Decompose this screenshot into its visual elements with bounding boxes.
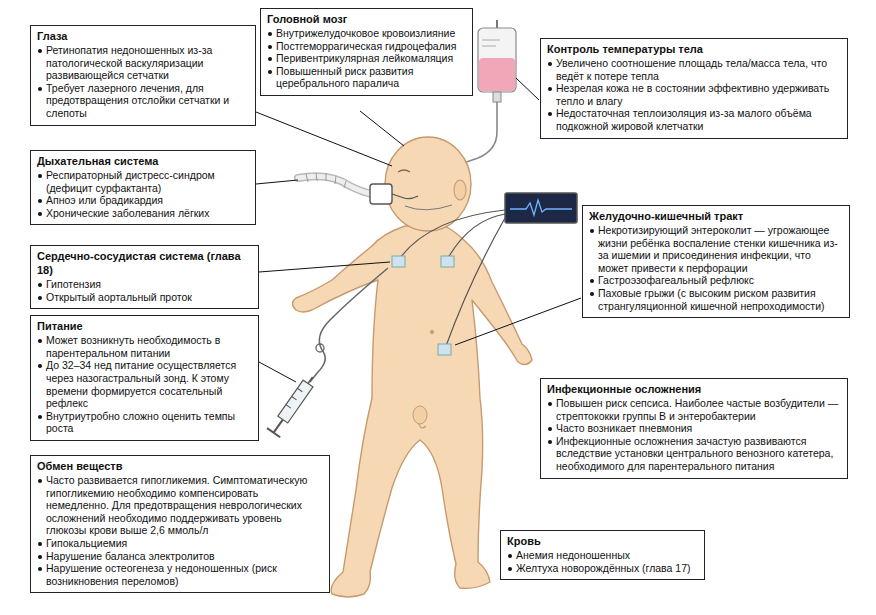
callout-box: Головной мозгВнутрижелудочковое кровоизл…: [260, 8, 473, 96]
syringe: [267, 268, 388, 437]
bullet-text: Незрелая кожа не в состоянии эффективно …: [547, 82, 841, 107]
callout-box: Обмен веществЧасто развивается гипоглике…: [30, 455, 330, 593]
bullet-text: Гипокальциемия: [37, 537, 323, 550]
box-heading: Глаза: [37, 29, 249, 43]
bullet-text: Респираторный дистресс-синдром (дефицит …: [37, 169, 249, 194]
ecg-electrodes: [392, 210, 505, 355]
box-heading: Сердечно-сосудистая система (глава 18): [37, 249, 252, 277]
box-heading: Обмен веществ: [37, 459, 323, 473]
box-heading: Головной мозг: [267, 12, 466, 26]
bullet-text: Недостаточная теплоизоляция из-за малого…: [547, 107, 841, 132]
bullet-text: Гастроэзофагеальный рефлюкс: [589, 274, 843, 287]
bullet-text: Постгеморрагическая гидроцефалия: [267, 40, 466, 53]
body-detail: [413, 406, 427, 424]
callout-box: Дыхательная системаРеспираторный дистрес…: [30, 150, 256, 225]
leader-lines: [256, 78, 581, 382]
box-heading: Желудочно-кишечный тракт: [589, 209, 843, 223]
bullet-text: Может возникнуть необходимость в паренте…: [37, 334, 252, 359]
bullet-text: Нарушение баланса электролитов: [37, 550, 323, 563]
bullet-text: Внутрижелудочковое кровоизлияние: [267, 27, 466, 40]
bullet-text: Паховые грыжи (с высоким риском развития…: [589, 287, 843, 312]
box-heading: Питание: [37, 319, 252, 333]
bullet-text: Требует лазерного лечения, для предотвра…: [37, 82, 249, 120]
box-heading: Кровь: [507, 534, 698, 548]
bullet-text: Часто развивается гипогликемия. Симптома…: [37, 474, 323, 537]
callout-box: Инфекционные осложненияПовышен риск сепс…: [540, 378, 848, 479]
callout-box: Сердечно-сосудистая система (глава 18)Ги…: [30, 245, 259, 309]
callout-box: ПитаниеМожет возникнуть необходимость в …: [30, 315, 259, 441]
bullet-text: Перивентрикулярная лейкомаляция: [267, 52, 466, 65]
bullet-text: Апноэ или брадикардия: [37, 194, 249, 207]
box-heading: Инфекционные осложнения: [547, 382, 841, 396]
bullet-text: Повышен риск сепсиса. Наиболее частые во…: [547, 397, 841, 422]
callout-box: Желудочно-кишечный трактНекротизирующий …: [582, 205, 850, 318]
bullet-text: Анемия недоношенных: [507, 549, 698, 562]
bullet-text: Инфекционные осложнения зачастую развива…: [547, 435, 841, 473]
navel: [430, 330, 434, 334]
callout-box: Контроль температуры телаУвеличено соотн…: [540, 38, 848, 139]
callout-box: ГлазаРетинопатия недоношенных из-за пато…: [30, 25, 256, 126]
bullet-text: Открытый аортальный проток: [37, 291, 252, 304]
bullet-text: Некротизирующий энтероколит — угрожающее…: [589, 224, 843, 274]
bullet-text: Гипотензия: [37, 278, 252, 291]
ventilator-tube: [298, 173, 452, 210]
bullet-text: Повышенный риск развития церебрального п…: [267, 65, 466, 90]
callout-box: КровьАнемия недоношенныхЖелтуха новорожд…: [500, 530, 705, 580]
bullet-text: Часто возникает пневмония: [547, 422, 841, 435]
infant-head: [385, 137, 471, 231]
bullet-text: До 32–34 нед питание осуществляется чере…: [37, 359, 252, 409]
bullet-text: Нарушение остеогенеза у недоношенных (ри…: [37, 562, 323, 587]
ecg-monitor: [505, 193, 577, 223]
bullet-text: Хронические заболевания лёгких: [37, 207, 249, 220]
box-heading: Дыхательная система: [37, 154, 249, 168]
bullet-text: Желтуха новорождённых (глава 17): [507, 562, 698, 575]
box-heading: Контроль температуры тела: [547, 42, 841, 56]
bullet-text: Ретинопатия недоношенных из-за патологич…: [37, 44, 249, 82]
bullet-text: Внутриутробно сложно оценить темпы роста: [37, 410, 252, 435]
bullet-text: Увеличено соотношение площадь тела/масса…: [547, 57, 841, 82]
